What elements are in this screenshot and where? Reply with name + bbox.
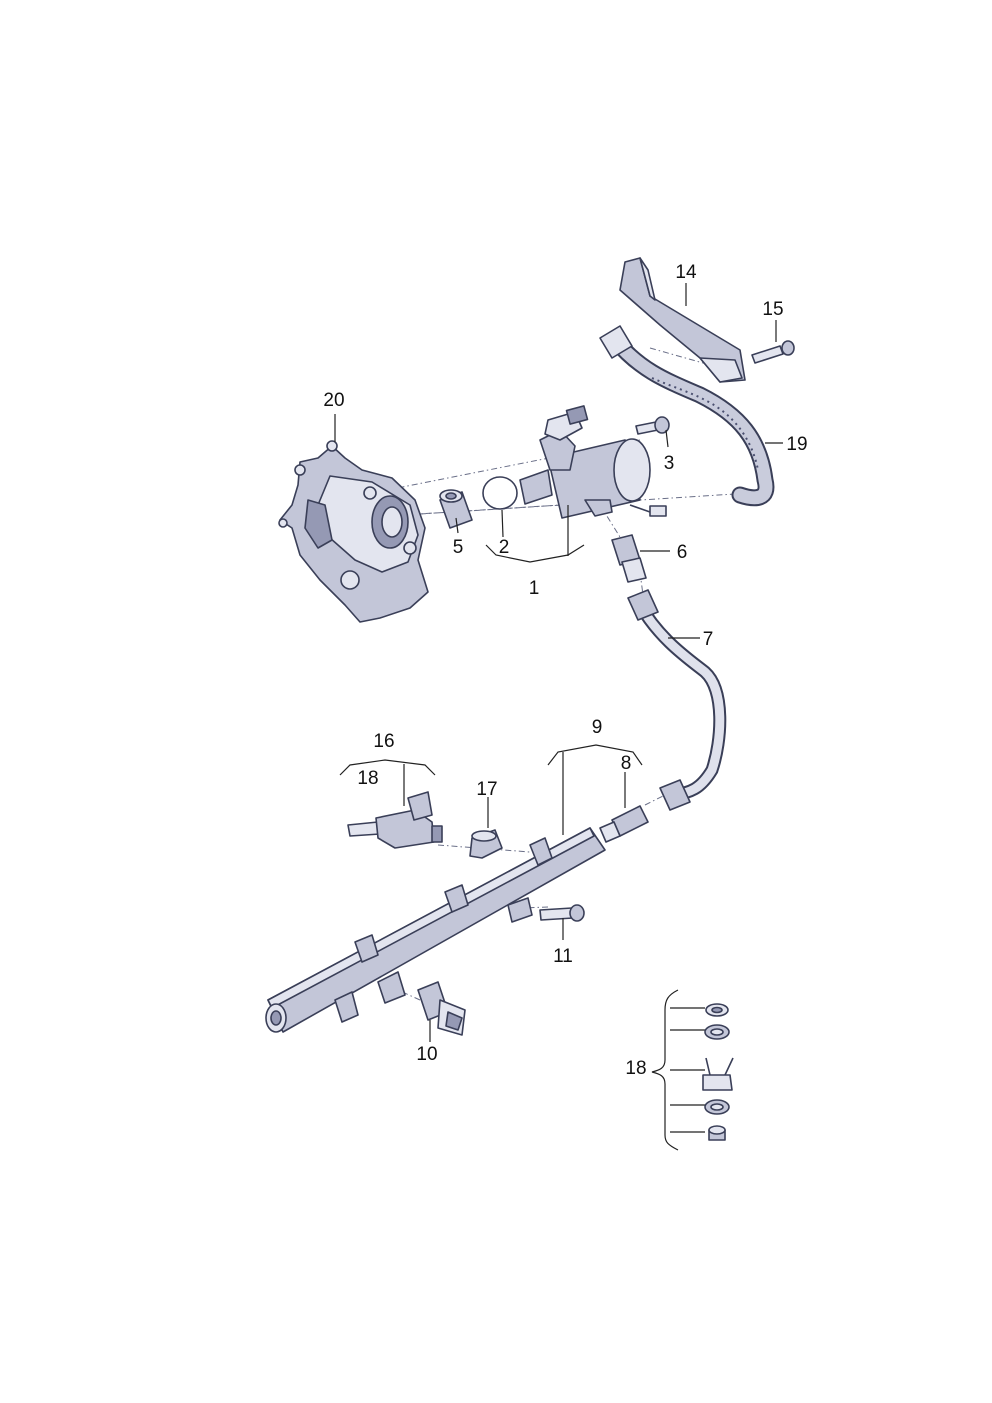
leader-lines: [334, 283, 783, 1042]
o-ring-part-2: [482, 476, 518, 510]
hose-part-19: [599, 325, 775, 507]
label-10: 10: [416, 1044, 437, 1065]
label-8: 8: [621, 753, 632, 774]
label-18-kit: 18: [625, 1058, 646, 1079]
clamp-part-17: [469, 829, 503, 859]
fuel-pipe-part-7: [627, 589, 727, 811]
label-18-injector: 18: [357, 768, 378, 789]
holder-part-14: [619, 257, 746, 383]
label-6: 6: [677, 542, 688, 563]
union-part-6: [611, 534, 647, 583]
label-17: 17: [476, 779, 497, 800]
high-pressure-pump: [519, 405, 667, 519]
bolt-part-11: [539, 904, 585, 922]
valve-part-8: [599, 805, 649, 843]
label-5: 5: [453, 537, 464, 558]
injector-part-16: [347, 791, 443, 849]
label-7: 7: [703, 629, 714, 650]
label-1: 1: [529, 578, 540, 599]
bolt-part-3: [635, 416, 670, 435]
label-3: 3: [664, 453, 675, 474]
screw-part-15: [751, 340, 795, 364]
vacuum-pump-housing: [278, 440, 429, 623]
label-16: 16: [373, 731, 394, 752]
seal-kit-group-18: [651, 989, 734, 1151]
part-labels: 20 5 2 1 3 6 7 14 15 19 9 8 11 10 16 18 …: [323, 262, 807, 1079]
label-9: 9: [592, 717, 603, 738]
label-20: 20: [323, 390, 344, 411]
label-2: 2: [499, 537, 510, 558]
sleeve: [708, 1125, 726, 1141]
label-14: 14: [675, 262, 697, 283]
pressure-sender-part-10: [417, 981, 466, 1036]
label-15: 15: [762, 299, 783, 320]
clip: [702, 1057, 734, 1091]
bush-part-5: [439, 489, 473, 529]
label-11: 11: [553, 946, 573, 967]
label-19: 19: [786, 434, 807, 455]
fuel-rail-part-9: [265, 827, 606, 1033]
